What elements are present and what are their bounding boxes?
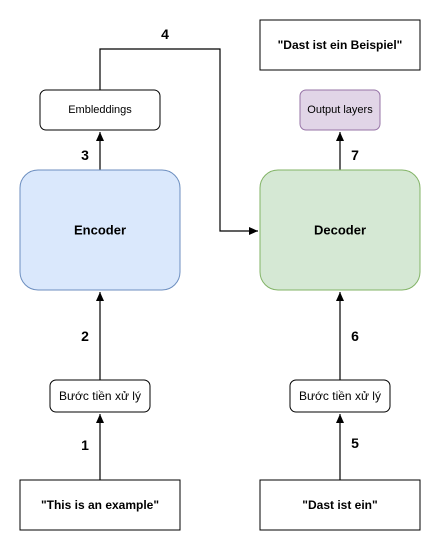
output-layers-box (299, 89, 381, 131)
embeddings-box (39, 89, 161, 131)
embeddings-label: Embleddings (68, 104, 132, 116)
input-en-box (19, 479, 181, 531)
step-label-5: 5 (351, 435, 359, 451)
preprocess-left-box (49, 379, 151, 413)
step-label-4: 4 (161, 26, 169, 42)
preprocess-left-label: Bước tiền xử lý (59, 389, 141, 403)
decoder-label: Decoder (314, 223, 366, 238)
step-label-1: 1 (81, 437, 89, 453)
output-layers-label: Output layers (307, 104, 373, 116)
encoder-label: Encoder (74, 223, 126, 238)
step-label-6: 6 (351, 328, 359, 344)
step-label-3: 3 (81, 147, 89, 163)
output-de-box (259, 19, 421, 71)
input-de-box (259, 479, 421, 531)
input-de-label: "Dast ist ein" (302, 498, 377, 512)
preprocess-right-box (289, 379, 391, 413)
step-label-2: 2 (81, 328, 89, 344)
input-en-label: "This is an example" (41, 498, 159, 512)
step-label-7: 7 (351, 147, 359, 163)
decoder-box (259, 169, 421, 291)
encoder-box (19, 169, 181, 291)
preprocess-right-label: Bước tiền xử lý (299, 389, 381, 403)
output-de-label: "Dast ist ein Beispiel" (278, 38, 403, 52)
arrow-embeddings-to-decoder (99, 48, 258, 235)
